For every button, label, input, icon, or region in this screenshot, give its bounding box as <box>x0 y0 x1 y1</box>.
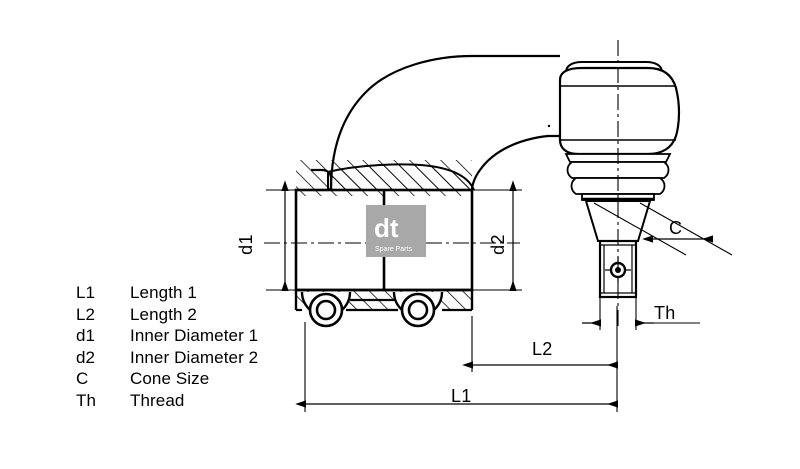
legend-symbol: L1 <box>76 283 96 302</box>
dimension-d1 <box>266 180 306 292</box>
legend-description: Length 2 <box>130 304 197 324</box>
legend-symbol: C <box>76 369 89 388</box>
logo-brand: dt <box>374 213 399 243</box>
dimension-label-d2: d2 <box>487 234 508 255</box>
dimension-label-L2: L2 <box>532 339 553 359</box>
legend-row: d2 Inner Diameter 2 <box>76 347 306 369</box>
legend-symbol: L2 <box>76 304 96 324</box>
legend-row: L2 Length 2 <box>76 304 306 326</box>
legend-row: d1 Inner Diameter 1 <box>76 325 306 347</box>
legend-row: L1 Length 1 <box>76 282 306 304</box>
dimension-Th <box>582 297 700 330</box>
ball-joint-housing <box>558 61 681 163</box>
legend-description: Cone Size <box>130 369 210 388</box>
dimension-d2 <box>466 180 522 292</box>
logo-tagline: Spare Parts <box>375 246 412 253</box>
legend-row: Th Thread <box>76 390 306 412</box>
legend-description: Thread <box>130 390 185 410</box>
dimension-label-C: C <box>669 218 683 238</box>
legend-symbol: d1 <box>76 326 96 345</box>
dimension-label-Th: Th <box>654 303 676 323</box>
legend-row: C Cone Size <box>76 368 306 390</box>
clamp-bolt-bosses <box>294 290 474 328</box>
dimension-L2 <box>462 316 619 372</box>
legend-symbol: d2 <box>76 347 96 367</box>
legend-description: Inner Diameter 1 <box>130 326 259 345</box>
dt-spare-parts-logo: dt Spare Parts <box>366 205 426 257</box>
legend-description: Length 1 <box>130 283 197 302</box>
legend-description: Inner Diameter 2 <box>130 347 259 367</box>
dimension-label-L1: L1 <box>451 386 472 406</box>
dimension-C <box>593 202 733 256</box>
dimension-L1 <box>295 306 619 412</box>
legend-symbol: Th <box>76 390 97 410</box>
dimension-label-d1: d1 <box>235 234 256 255</box>
legend: L1 Length 1 L2 Length 2 d1 Inner Diamete… <box>76 282 306 411</box>
